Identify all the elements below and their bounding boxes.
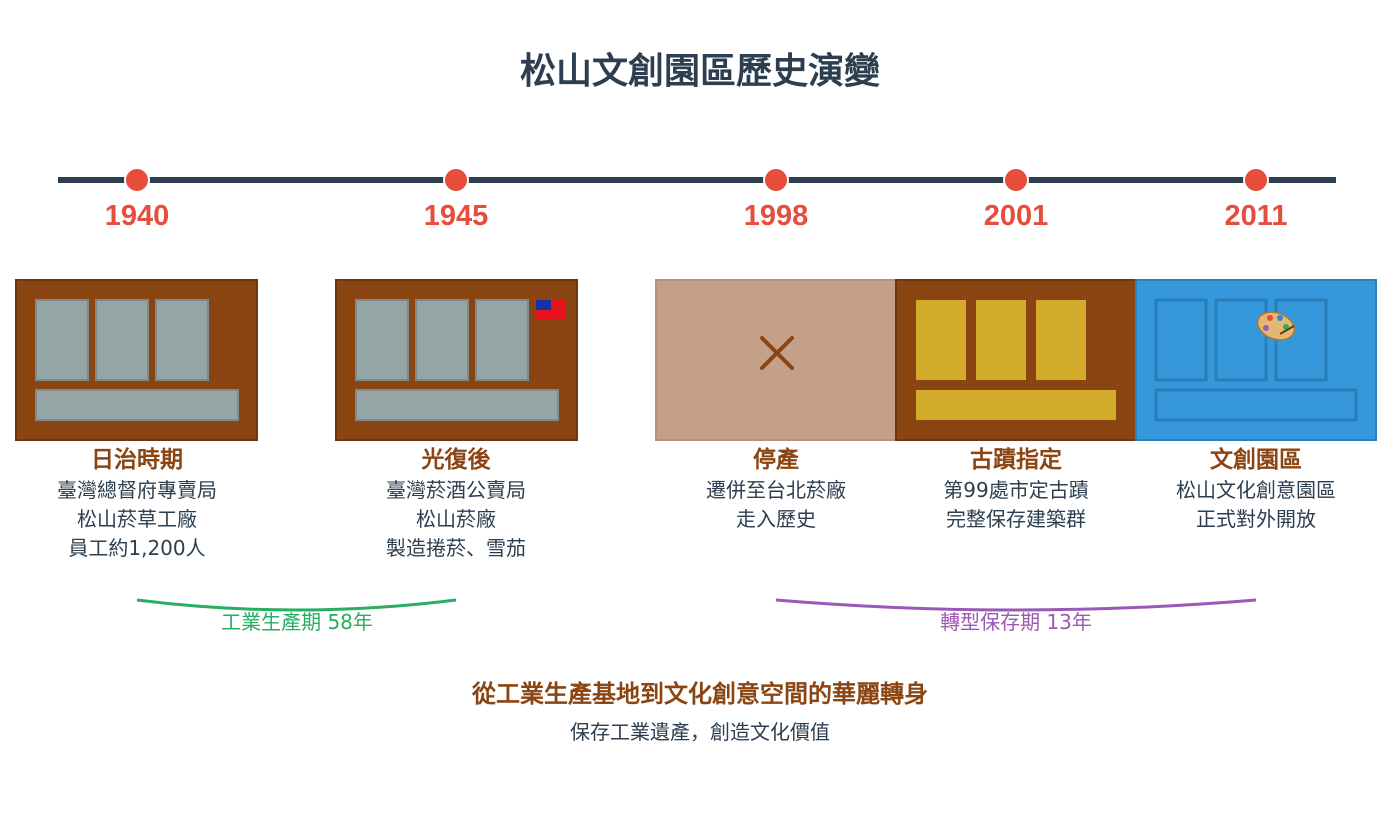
building-1940 bbox=[15, 279, 258, 441]
milestone-dot-1945 bbox=[443, 167, 469, 193]
art-palette-icon bbox=[1256, 311, 1296, 341]
period-arc-transformation bbox=[775, 598, 1257, 612]
flag-icon bbox=[536, 300, 566, 319]
event-1998: 停產 遷併至台北菸廠 走入歷史 bbox=[656, 444, 896, 534]
milestone-dot-1998 bbox=[763, 167, 789, 193]
year-label: 1945 bbox=[423, 200, 489, 232]
year-label: 1998 bbox=[743, 200, 809, 232]
event-line: 松山菸廠 bbox=[416, 507, 496, 531]
building-1998 bbox=[655, 279, 897, 441]
event-title: 文創園區 bbox=[1210, 447, 1302, 473]
event-line: 松山菸草工廠 bbox=[77, 507, 197, 531]
event-line: 正式對外開放 bbox=[1196, 507, 1316, 531]
event-line: 員工約1,200人 bbox=[68, 536, 206, 560]
event-line: 松山文化創意園區 bbox=[1176, 478, 1336, 502]
building-2001 bbox=[895, 279, 1137, 441]
milestone-dot-2011 bbox=[1243, 167, 1269, 193]
event-1940: 日治時期 臺灣總督府專賣局 松山菸草工廠 員工約1,200人 bbox=[17, 444, 257, 563]
event-line: 製造捲菸、雪茄 bbox=[386, 536, 526, 560]
page-title: 松山文創園區歷史演變 bbox=[519, 50, 880, 92]
building-1945 bbox=[335, 279, 578, 441]
event-line: 走入歷史 bbox=[736, 507, 816, 531]
event-title: 古蹟指定 bbox=[970, 447, 1062, 473]
summary-headline: 從工業生產基地到文化創意空間的華麗轉身 bbox=[472, 680, 928, 708]
event-line: 遷併至台北菸廠 bbox=[706, 478, 846, 502]
event-title: 停產 bbox=[753, 447, 799, 473]
close-x-icon bbox=[760, 336, 794, 370]
summary-subtitle: 保存工業遺產，創造文化價值 bbox=[570, 720, 830, 744]
milestone-dot-2001 bbox=[1003, 167, 1029, 193]
event-line: 完整保存建築群 bbox=[946, 507, 1086, 531]
year-label: 2001 bbox=[983, 200, 1049, 232]
event-line: 臺灣菸酒公賣局 bbox=[386, 478, 526, 502]
event-1945: 光復後 臺灣菸酒公賣局 松山菸廠 製造捲菸、雪茄 bbox=[336, 444, 576, 563]
event-title: 光復後 bbox=[421, 447, 491, 473]
period-arc-industrial bbox=[136, 598, 457, 612]
event-line: 臺灣總督府專賣局 bbox=[57, 478, 217, 502]
event-2001: 古蹟指定 第99處市定古蹟 完整保存建築群 bbox=[896, 444, 1136, 534]
milestone-dot-1940 bbox=[124, 167, 150, 193]
period-label-transformation: 轉型保存期 13年 bbox=[940, 610, 1092, 634]
period-label-industrial: 工業生產期 58年 bbox=[221, 610, 373, 634]
event-line: 第99處市定古蹟 bbox=[943, 478, 1089, 502]
year-label: 1940 bbox=[104, 200, 170, 232]
building-2011 bbox=[1135, 279, 1377, 441]
event-title: 日治時期 bbox=[91, 447, 183, 473]
event-2011: 文創園區 松山文化創意園區 正式對外開放 bbox=[1136, 444, 1376, 534]
year-label: 2011 bbox=[1224, 200, 1288, 232]
